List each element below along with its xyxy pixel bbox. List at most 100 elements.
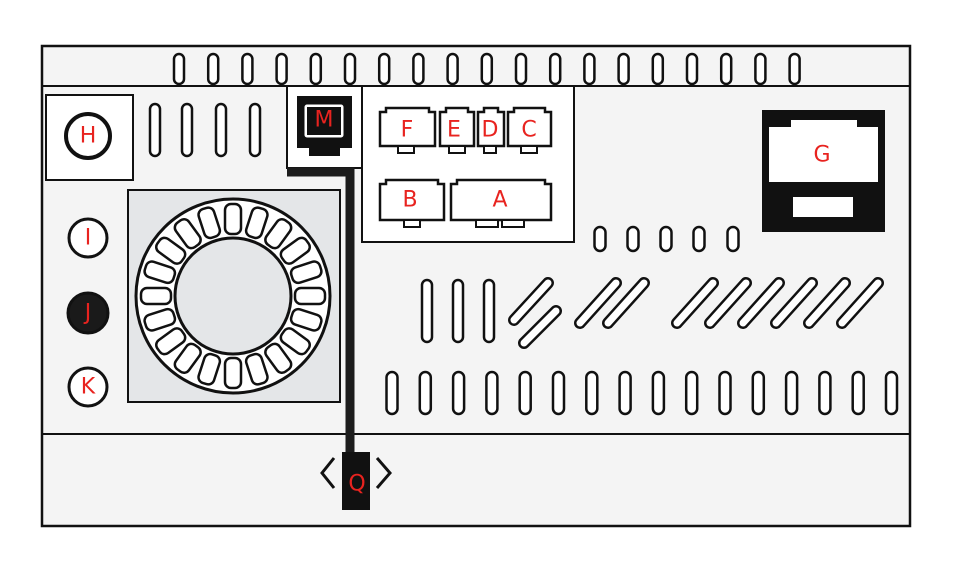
fan-slot-shape: [244, 352, 269, 386]
label-q: Q: [348, 472, 365, 497]
top-vent-slot: [583, 52, 596, 86]
top-vent-slot: [754, 52, 767, 86]
fan-slot: [264, 342, 293, 375]
fan-slot-shape: [289, 260, 323, 285]
left-vents: [148, 102, 262, 158]
diagonal-vent-inner: [520, 307, 560, 347]
fan-slot: [143, 260, 177, 285]
label-d: D: [482, 118, 499, 143]
bottom-vent-slot: [451, 370, 466, 416]
fan-slot: [264, 217, 293, 250]
bottom-vent-slot: [818, 370, 832, 416]
top-vent-slot: [446, 52, 459, 86]
connector-tab: [475, 219, 499, 228]
fan-slot-shape: [173, 217, 202, 250]
fan-hub: [173, 236, 293, 356]
bottom-vent-slot: [518, 370, 532, 416]
fan-slots: [139, 202, 327, 390]
fan-slot: [173, 217, 202, 250]
top-vent-slot: [309, 52, 323, 86]
fan-slot: [139, 286, 173, 306]
fan-slot-shape: [223, 202, 243, 236]
diagonal-vent-inner: [838, 279, 882, 327]
diagonal-vents: [508, 277, 884, 349]
fan-slot-shape: [154, 327, 187, 356]
top-vent-slot: [685, 52, 699, 86]
connector-tab: [483, 145, 497, 154]
iso-connector-e: E: [438, 106, 476, 154]
diagonal-vent-inner: [604, 279, 648, 327]
iso-connector-f: F: [378, 106, 437, 154]
connector-q-clip-left: [320, 457, 336, 489]
fan-slot: [293, 286, 327, 306]
fan-slot: [244, 206, 269, 240]
fan-slot: [154, 236, 187, 265]
connector-j-socket: [66, 291, 110, 335]
side-vent-slot: [148, 102, 162, 158]
connector-tab: [403, 219, 421, 228]
bottom-vent-slot: [718, 370, 732, 416]
bottom-vent-slot: [551, 370, 566, 416]
fan-slot-shape: [154, 236, 187, 265]
side-vent-slot: [180, 102, 194, 158]
iso-connector-b: B: [378, 178, 446, 228]
bottom-vent-slot: [618, 370, 632, 416]
label-h: H: [80, 124, 97, 149]
top-vent-slot: [275, 52, 288, 86]
top-vent-slot: [719, 52, 733, 86]
connector-q-plug: [342, 452, 370, 510]
bottom-vents: [385, 370, 899, 416]
bottom-vent-slot: [385, 370, 399, 416]
diagonal-vent-inner: [510, 279, 552, 324]
fan-slot: [143, 307, 177, 332]
fan-slot: [197, 352, 222, 386]
top-vent-slot: [617, 52, 630, 86]
short-vent-slot: [593, 225, 607, 253]
mid-vents: [420, 225, 740, 344]
short-vent-slot: [692, 225, 706, 253]
connector-tab: [520, 145, 538, 154]
connector-tab: [501, 219, 525, 228]
fan-slot: [223, 202, 243, 236]
iso-connector-a: A: [449, 178, 553, 228]
label-g: G: [813, 143, 830, 168]
side-vent-slot: [248, 102, 262, 158]
iso-connector-d: D: [476, 106, 506, 154]
top-vent-slot: [206, 52, 220, 86]
fan-slot-shape: [197, 352, 222, 386]
bottom-vent-slot: [485, 370, 499, 416]
short-vent-slot: [626, 225, 640, 253]
connector-tab: [397, 145, 415, 154]
fan-slot-shape: [173, 342, 202, 375]
fan-slot: [173, 342, 202, 375]
connector-tab: [448, 145, 466, 154]
fan-slot: [279, 327, 312, 356]
connector-body: [378, 178, 446, 222]
label-f: F: [401, 118, 414, 143]
fan-slot: [154, 327, 187, 356]
label-a: A: [492, 188, 507, 213]
bottom-vent-slot: [651, 370, 666, 416]
connector-g-slot: [793, 197, 853, 217]
bottom-vent-slot: [684, 370, 699, 416]
top-vent-slot: [788, 52, 801, 86]
fan-slot: [279, 236, 312, 265]
fan-slot: [223, 356, 243, 390]
diagonal-vent-inner: [576, 279, 620, 327]
connector-q-clip-right: [375, 457, 392, 489]
fan-slot-shape: [223, 356, 243, 390]
connector-k-socket: [67, 366, 109, 408]
top-vent-slot: [548, 52, 562, 86]
top-vent-slot: [343, 52, 357, 86]
fan-slot-shape: [197, 206, 222, 240]
iso-connector-c: C: [506, 106, 553, 154]
fan-slot-shape: [264, 342, 293, 375]
fan-slot-shape: [244, 206, 269, 240]
diagonal-vent-inner: [706, 279, 750, 327]
label-m: M: [315, 108, 334, 133]
fan-slot-shape: [143, 260, 177, 285]
short-vent-slot: [726, 225, 740, 253]
bottom-vent-slot: [585, 370, 599, 416]
fan-slot-shape: [279, 327, 312, 356]
